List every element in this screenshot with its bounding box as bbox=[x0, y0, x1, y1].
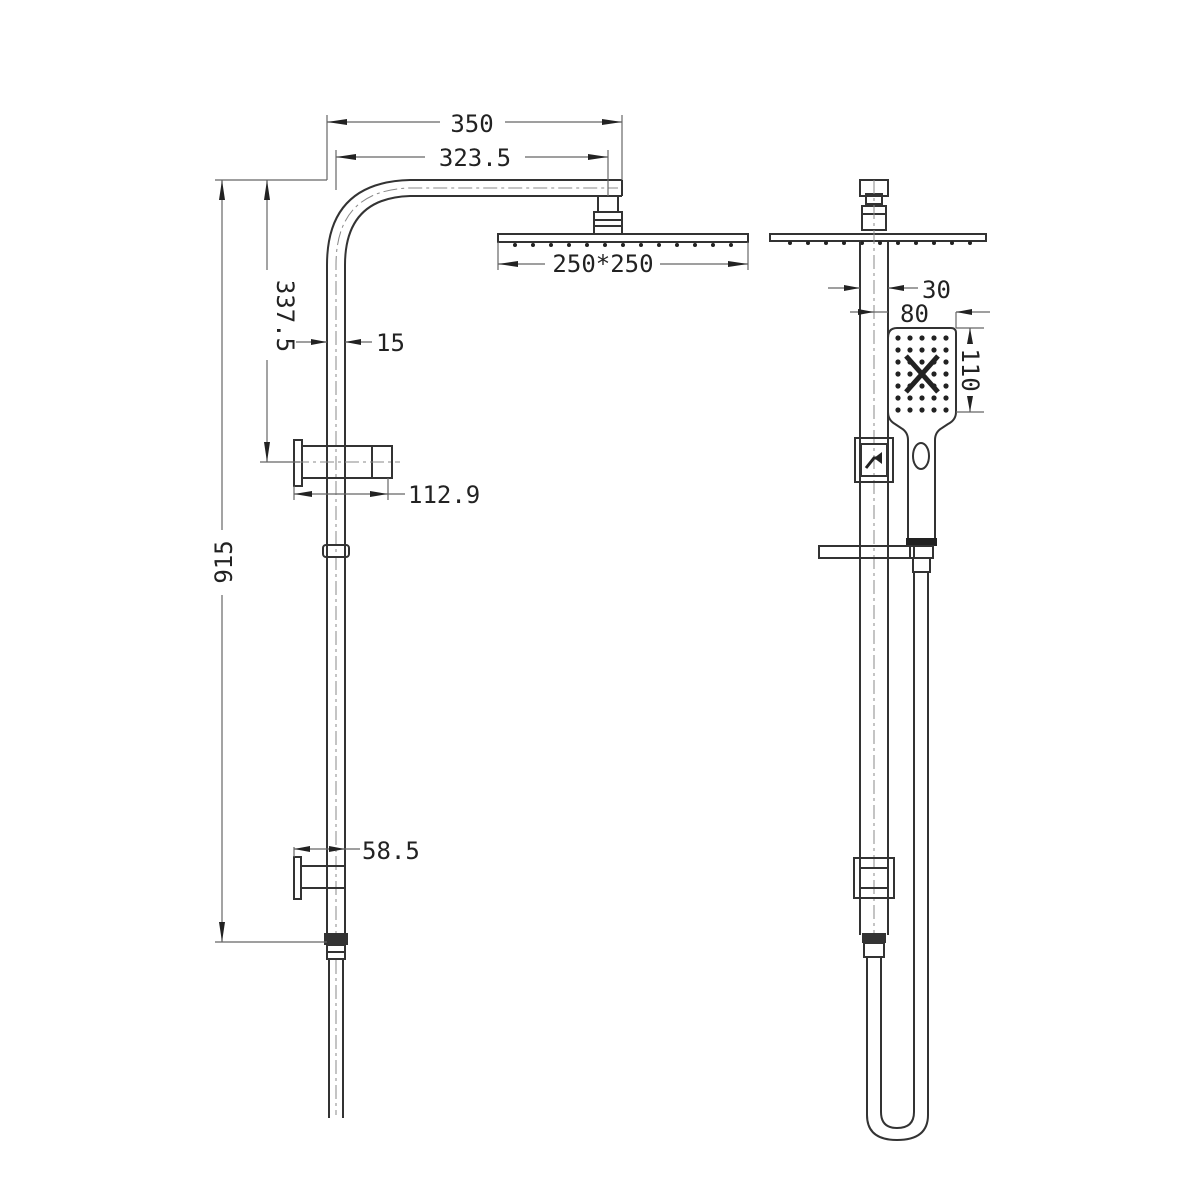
riser-pipe bbox=[326, 179, 623, 945]
dim-label-323-5: 323.5 bbox=[439, 144, 511, 172]
diverter-box bbox=[854, 437, 894, 483]
hand-shower-button bbox=[912, 442, 930, 470]
hand-shower-nozzle-grid bbox=[895, 335, 949, 413]
side-view: 350 323.5 250*250 bbox=[210, 110, 749, 1118]
dim-arm-center: 323.5 bbox=[335, 144, 609, 196]
dim-label-30: 30 bbox=[922, 276, 951, 304]
dim-rail-diameter: 15 bbox=[296, 329, 405, 357]
dim-label-915: 915 bbox=[210, 540, 238, 583]
dim-wall-bracket: 58.5 bbox=[293, 837, 420, 865]
dim-label-337-5: 337.5 bbox=[271, 280, 299, 352]
sliding-bracket bbox=[270, 439, 400, 487]
dim-arm-total: 350 bbox=[326, 110, 623, 180]
dim-shower-head-size: 250*250 bbox=[497, 242, 749, 278]
rain-shower-head-front bbox=[769, 233, 987, 245]
front-rail bbox=[859, 180, 889, 945]
dim-label-350: 350 bbox=[450, 110, 493, 138]
nozzle-dots bbox=[513, 243, 733, 247]
dim-label-58-5: 58.5 bbox=[362, 837, 420, 865]
front-bottom-connector bbox=[862, 933, 886, 958]
dim-rail-width: 30 bbox=[828, 276, 951, 304]
rain-shower-head-side bbox=[497, 233, 749, 247]
dim-total-height: 915 bbox=[210, 179, 327, 943]
dim-hand-shower-height: 110 bbox=[956, 327, 984, 413]
front-wall-bracket bbox=[853, 857, 895, 899]
hose bbox=[328, 959, 344, 1118]
bottom-connector bbox=[324, 933, 348, 960]
rail-collar bbox=[322, 544, 350, 558]
dim-label-250x250: 250*250 bbox=[552, 250, 653, 278]
hand-shower-holder bbox=[818, 545, 915, 559]
dim-bracket-projection: 112.9 bbox=[293, 478, 480, 509]
hand-shower bbox=[887, 327, 957, 573]
dim-top-to-bracket: 337.5 bbox=[260, 180, 300, 463]
dim-label-110: 110 bbox=[956, 348, 984, 391]
dim-hand-shower-width: 80 bbox=[850, 300, 990, 328]
dim-label-80: 80 bbox=[900, 300, 929, 328]
dim-label-112-9: 112.9 bbox=[408, 481, 480, 509]
front-hose bbox=[866, 572, 929, 1142]
shower-head-connector bbox=[593, 195, 623, 235]
dim-label-15: 15 bbox=[376, 329, 405, 357]
front-view: 30 80 110 bbox=[769, 179, 990, 1142]
wall-bracket bbox=[293, 856, 346, 900]
